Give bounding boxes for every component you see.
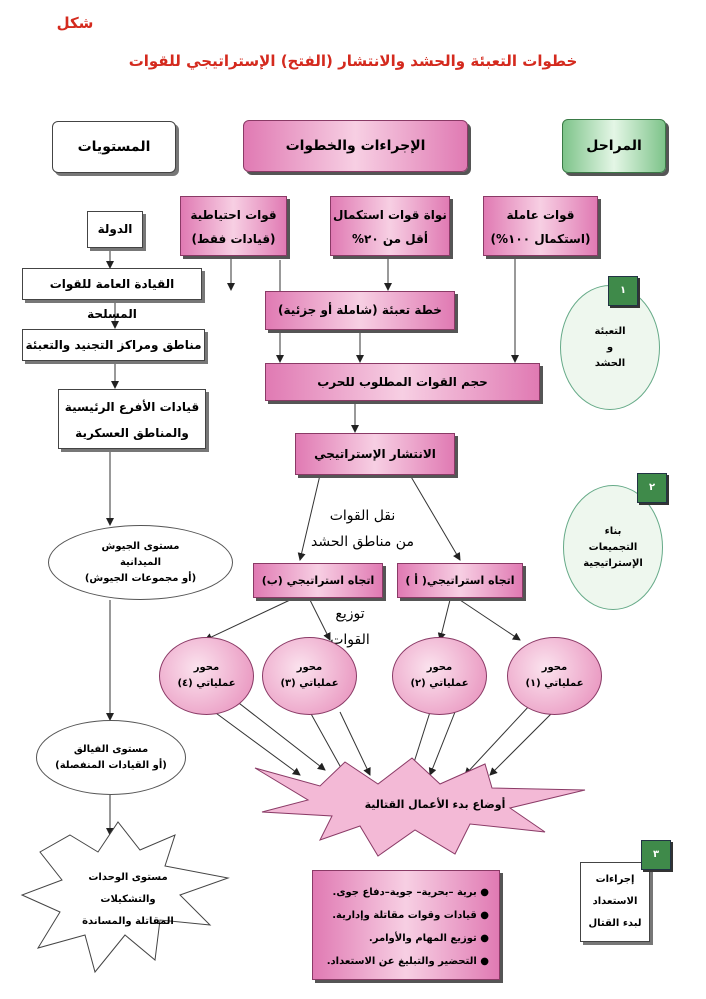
field-armies-line2: الميدانية: [119, 556, 162, 568]
transfer-label-line2: من مناطق الحشد: [311, 534, 414, 550]
stage-1-line1: التعبئة: [594, 325, 626, 337]
recruitment-areas-box: مناطق ومراكز التجنيد والتعبئة: [22, 329, 205, 361]
forces-volume-box: حجم القوات المطلوب للحرب: [265, 363, 540, 401]
active-forces-box: قوات عاملة (استكمال ١٠٠%): [483, 196, 598, 256]
bullet-item: ● توزيع المهام والأوامر.: [368, 933, 489, 944]
axis-1-word: محور: [541, 662, 568, 673]
stage-1-line3: الحشد: [594, 357, 626, 369]
units-line2: والتشكيلات: [100, 894, 156, 905]
general-command-box: القيادة العامة للقوات المسلحة: [22, 268, 202, 321]
stage-3-line3: لبدء القتال: [588, 918, 642, 929]
axis-4-word: محور: [193, 662, 220, 673]
field-armies-line1: مستوى الجيوش: [101, 540, 180, 552]
transfer-label: نقل القوات من مناطق الحشد: [300, 503, 425, 555]
axis-2-word: محور: [426, 662, 453, 673]
field-armies-line3: (أو مجموعات الجيوش): [84, 572, 197, 584]
stage-2-ellipse: بناء التجميعات الإستراتيجية: [563, 485, 663, 610]
active-forces-line1: قوات عاملة: [506, 208, 575, 222]
figure-label: شكل: [56, 14, 94, 32]
nucleus-forces-box: نواة قوات استكمال أقل من ٢٠%: [330, 196, 450, 256]
axis-4-label: عملياتي (٤): [177, 678, 236, 689]
corps-ellipse: مستوى الفيالق (أو القيادات المنفصلة): [36, 720, 186, 795]
nucleus-forces-line2: أقل من ٢٠%: [352, 232, 428, 246]
distribution-label: توزيع القوات: [320, 601, 380, 653]
strategic-deployment-box: الانتشار الإستراتيجي: [295, 433, 455, 475]
branch-commands-line1: قيادات الأفرع الرئيسية: [64, 400, 200, 414]
bullet-text: التحضير والتبليغ عن الاستعداد.: [326, 956, 477, 967]
axis-2-label: عملياتي (٢): [410, 678, 469, 689]
direction-a-box: اتجاه استراتيجي( أ ): [397, 563, 523, 598]
bullet-item: ● برية –بحرية– جوية–دفاع جوى.: [332, 887, 489, 898]
bullet-text: توزيع المهام والأوامر.: [368, 933, 477, 944]
bullet-text: برية –بحرية– جوية–دفاع جوى.: [332, 887, 477, 898]
stage-1-line2: و: [606, 341, 614, 353]
corps-line2: (أو القيادات المنفصلة): [55, 759, 167, 771]
distribution-label-line1: توزيع: [335, 606, 365, 622]
stage-3-box: إجراءات الاستعداد لبدء القتال: [580, 862, 650, 942]
active-forces-line2: (استكمال ١٠٠%): [490, 232, 591, 246]
units-label: مستوى الوحدات والتشكيلات المقاتلة والمسا…: [68, 867, 188, 933]
preparation-list-box: ● برية –بحرية– جوية–دفاع جوى. ● قيادات و…: [312, 870, 500, 980]
axis-2-circle: محور عملياتي (٢): [392, 637, 487, 715]
state-box: الدولة: [87, 211, 143, 248]
stage-2-line2: التجميعات: [588, 541, 638, 553]
combat-start-label: أوضاع بدء الأعمال القتالية: [364, 798, 506, 811]
stage-2-number: ٢: [637, 473, 667, 503]
bullet-item: ● قيادات وقوات مقاتلة وإدارية.: [332, 910, 489, 921]
mobilization-plan-box: خطة تعبئة (شاملة أو جزئية): [265, 291, 455, 330]
axis-4-circle: محور عملياتي (٤): [159, 637, 254, 715]
scroll-levels: المستويات: [52, 121, 176, 173]
nucleus-forces-line1: نواة قوات استكمال: [333, 208, 447, 222]
corps-line1: مستوى الفيالق: [73, 743, 149, 755]
bullet-text: قيادات وقوات مقاتلة وإدارية.: [332, 910, 477, 921]
stage-3-line2: الاستعداد: [592, 896, 638, 907]
scroll-stages: المراحل: [562, 119, 666, 173]
axis-1-label: عملياتي (١): [525, 678, 584, 689]
axis-3-label: عملياتي (٣): [280, 678, 339, 689]
stage-2-line3: الإستراتيجية: [583, 557, 643, 569]
reserve-forces-box: قوات احتياطية (قيادات فقط): [180, 196, 287, 256]
axis-1-circle: محور عملياتي (١): [507, 637, 602, 715]
branch-commands-line2: والمناطق العسكرية: [75, 426, 189, 440]
branch-commands-box: قيادات الأفرع الرئيسية والمناطق العسكرية: [58, 389, 206, 449]
stage-2-line1: بناء: [604, 525, 622, 537]
reserve-forces-line1: قوات احتياطية: [190, 208, 277, 222]
field-armies-ellipse: مستوى الجيوش الميدانية (أو مجموعات الجيو…: [48, 525, 233, 600]
distribution-label-line2: القوات: [330, 632, 370, 648]
page-title: خطوات التعبئة والحشد والانتشار (الفتح) ا…: [128, 52, 578, 70]
scroll-procedures: الإجراءات والخطوات: [243, 120, 468, 172]
transfer-label-line1: نقل القوات: [329, 508, 396, 524]
stage-1-number: ١: [608, 276, 638, 306]
axis-3-word: محور: [296, 662, 323, 673]
bullet-item: ● التحضير والتبليغ عن الاستعداد.: [326, 956, 489, 967]
stage-3-line1: إجراءات: [595, 874, 635, 885]
direction-b-box: اتجاه استراتيجي (ب): [253, 563, 383, 598]
units-line1: مستوى الوحدات: [88, 872, 168, 883]
units-line3: المقاتلة والمساندة: [82, 916, 174, 927]
reserve-forces-line2: (قيادات فقط): [191, 232, 276, 246]
axis-3-circle: محور عملياتي (٣): [262, 637, 357, 715]
stage-3-number: ٣: [641, 840, 671, 870]
